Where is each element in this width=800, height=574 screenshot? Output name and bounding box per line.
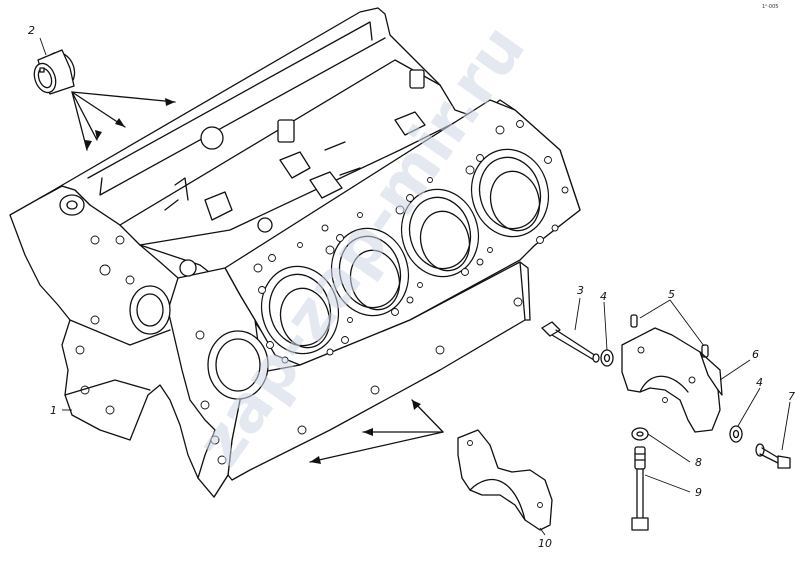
nut-part-8 — [631, 427, 649, 441]
part-label-8: 8 — [695, 456, 702, 469]
arrow-heads — [85, 98, 421, 464]
valley-details — [164, 69, 426, 277]
bearing-cap-part-10 — [457, 429, 553, 531]
part-label-3: 3 — [577, 284, 584, 297]
dowel-pins-part-5 — [630, 314, 709, 358]
bolt-part-7 — [755, 443, 791, 469]
side-wall-holes — [297, 297, 523, 435]
leader-lines — [39, 37, 791, 536]
cylinder-bores — [260, 148, 550, 355]
part-label-2: 2 — [28, 24, 35, 37]
stud-part-9 — [631, 446, 649, 531]
part-label-7: 7 — [788, 390, 795, 403]
part-label-9: 9 — [695, 486, 702, 499]
part-label-1: 1 — [50, 404, 57, 417]
washer-part-4a — [600, 349, 614, 367]
cylinder-block — [9, 7, 581, 498]
washer-part-4b — [729, 425, 743, 443]
figure-code: 1ᴬ·005 — [762, 4, 778, 10]
bushing-part-2 — [33, 49, 76, 95]
deck-holes — [253, 120, 569, 364]
part-label-5: 5 — [668, 288, 675, 301]
part-label-10: 10 — [538, 537, 552, 550]
rear-face-details — [64, 235, 227, 465]
part-label-6: 6 — [752, 348, 759, 361]
part-labels: 2 1 3 4 5 6 4 7 8 9 10 1ᴬ·005 — [28, 4, 795, 550]
part-label-4a: 4 — [600, 290, 607, 303]
bolt-part-3 — [541, 321, 600, 363]
main-bearing-cap-part-6 — [621, 327, 723, 433]
part-label-4b: 4 — [756, 376, 763, 389]
